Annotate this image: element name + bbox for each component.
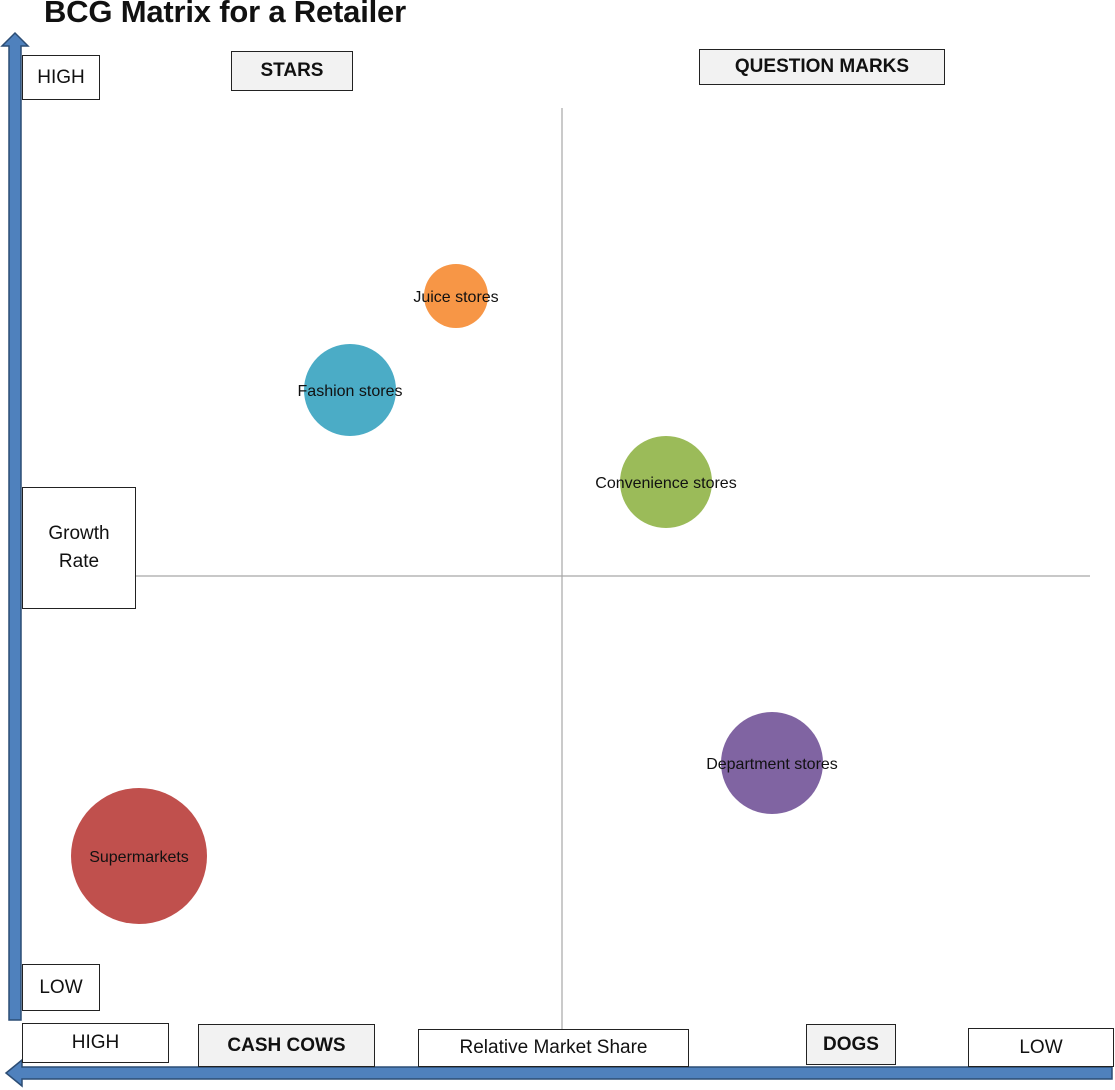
bubble-label-department-stores: Department stores xyxy=(706,756,838,773)
y-axis-low-label: LOW xyxy=(22,964,100,1011)
chart-title: BCG Matrix for a Retailer xyxy=(44,0,406,29)
relative-market-share-label: Relative Market Share xyxy=(418,1029,689,1067)
bubble-label-convenience-stores: Convenience stores xyxy=(595,475,736,492)
x-axis-high-label: HIGH xyxy=(22,1023,169,1063)
growth-rate-axis-arrow xyxy=(0,31,30,1021)
y-axis-high-label: HIGH xyxy=(22,55,100,100)
cash-cows-label: CASH COWS xyxy=(198,1024,375,1067)
bubble-convenience-stores xyxy=(620,436,712,528)
growth-rate-line-2: Rate xyxy=(58,551,100,572)
x-axis-low-label: LOW xyxy=(968,1028,1114,1067)
market-share-axis-arrow xyxy=(4,1058,1113,1088)
growth-rate-label: Growth Rate xyxy=(22,487,136,609)
bubble-label-fashion-stores: Fashion stores xyxy=(298,383,403,400)
bubble-juice-stores xyxy=(424,264,488,328)
bubble-fashion-stores xyxy=(304,344,396,436)
bubble-label-supermarkets: Supermarkets xyxy=(89,849,189,866)
bubble-supermarkets xyxy=(71,788,207,924)
bubble-label-juice-stores: Juice stores xyxy=(413,289,498,306)
growth-rate-line-1: Growth xyxy=(48,523,110,545)
bubble-department-stores xyxy=(721,712,823,814)
dogs-label: DOGS xyxy=(806,1024,896,1065)
stars-label: STARS xyxy=(231,51,353,91)
question-marks-label: QUESTION MARKS xyxy=(699,49,945,85)
